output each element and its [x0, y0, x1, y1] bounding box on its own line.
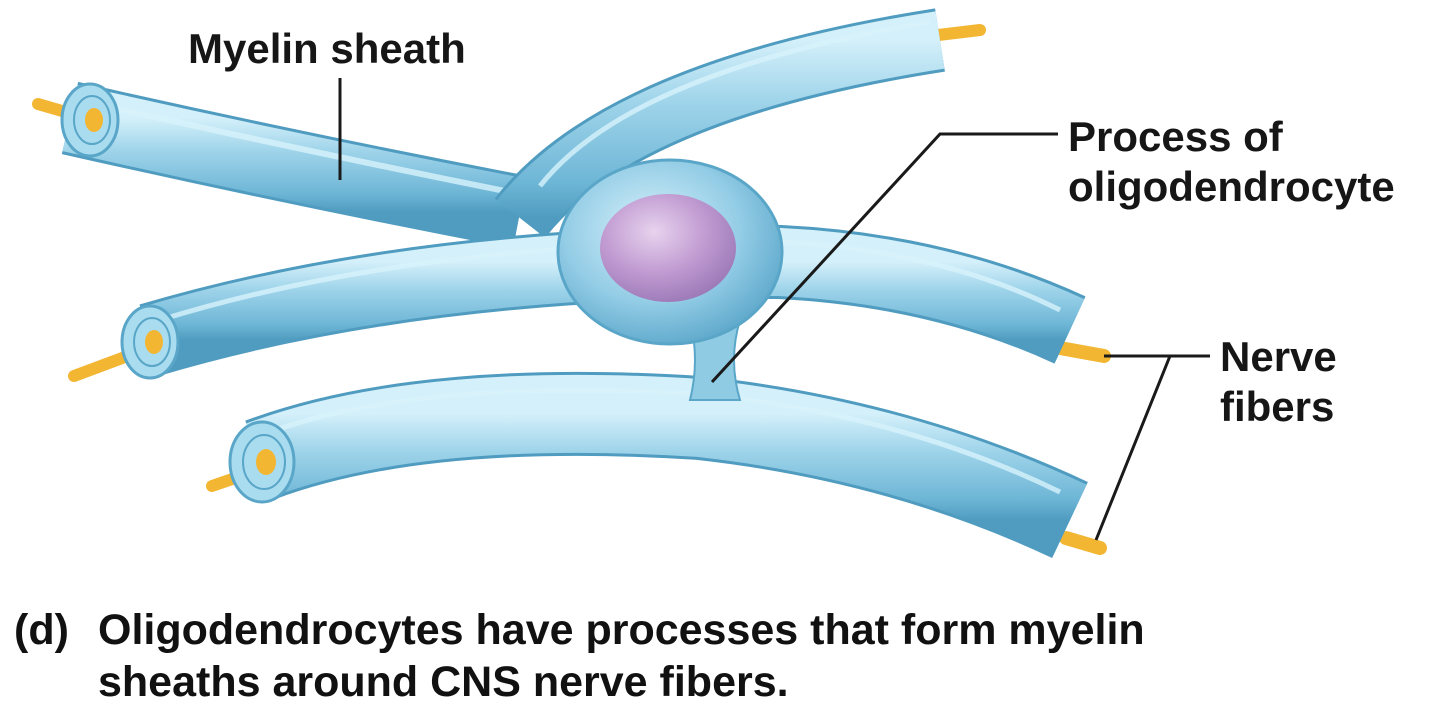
leader-process — [710, 132, 1058, 384]
label-process-line1: Process of — [1068, 113, 1283, 160]
label-nerve-fibers: Nerve fibers — [1220, 332, 1337, 432]
label-process-of-oligodendrocyte: Process of oligodendrocyte — [1068, 112, 1395, 212]
caption-line2: sheaths around CNS nerve fibers. — [98, 658, 789, 706]
leader-nerve-fibers — [1094, 354, 1210, 541]
axon-end — [1059, 531, 1107, 555]
oligodendrocyte-cell-body — [556, 158, 784, 346]
label-nerve-line1: Nerve — [1220, 333, 1337, 380]
caption-text: Oligodendrocytes have processes that for… — [98, 604, 1145, 708]
process-to-upper-right-fiber — [494, 8, 945, 239]
leader-lines — [338, 78, 1210, 541]
axon-end — [1053, 341, 1111, 363]
caption-panel-letter: (d) — [14, 606, 69, 654]
nucleus — [600, 194, 736, 302]
label-myelin-sheath: Myelin sheath — [188, 25, 466, 72]
myelinated-fiber-upper — [60, 81, 527, 249]
label-process-line2: oligodendrocyte — [1068, 163, 1395, 210]
myelinated-fiber-lower — [228, 371, 1088, 559]
label-nerve-line2: fibers — [1220, 383, 1335, 430]
caption-line1: Oligodendrocytes have processes that for… — [98, 606, 1145, 654]
